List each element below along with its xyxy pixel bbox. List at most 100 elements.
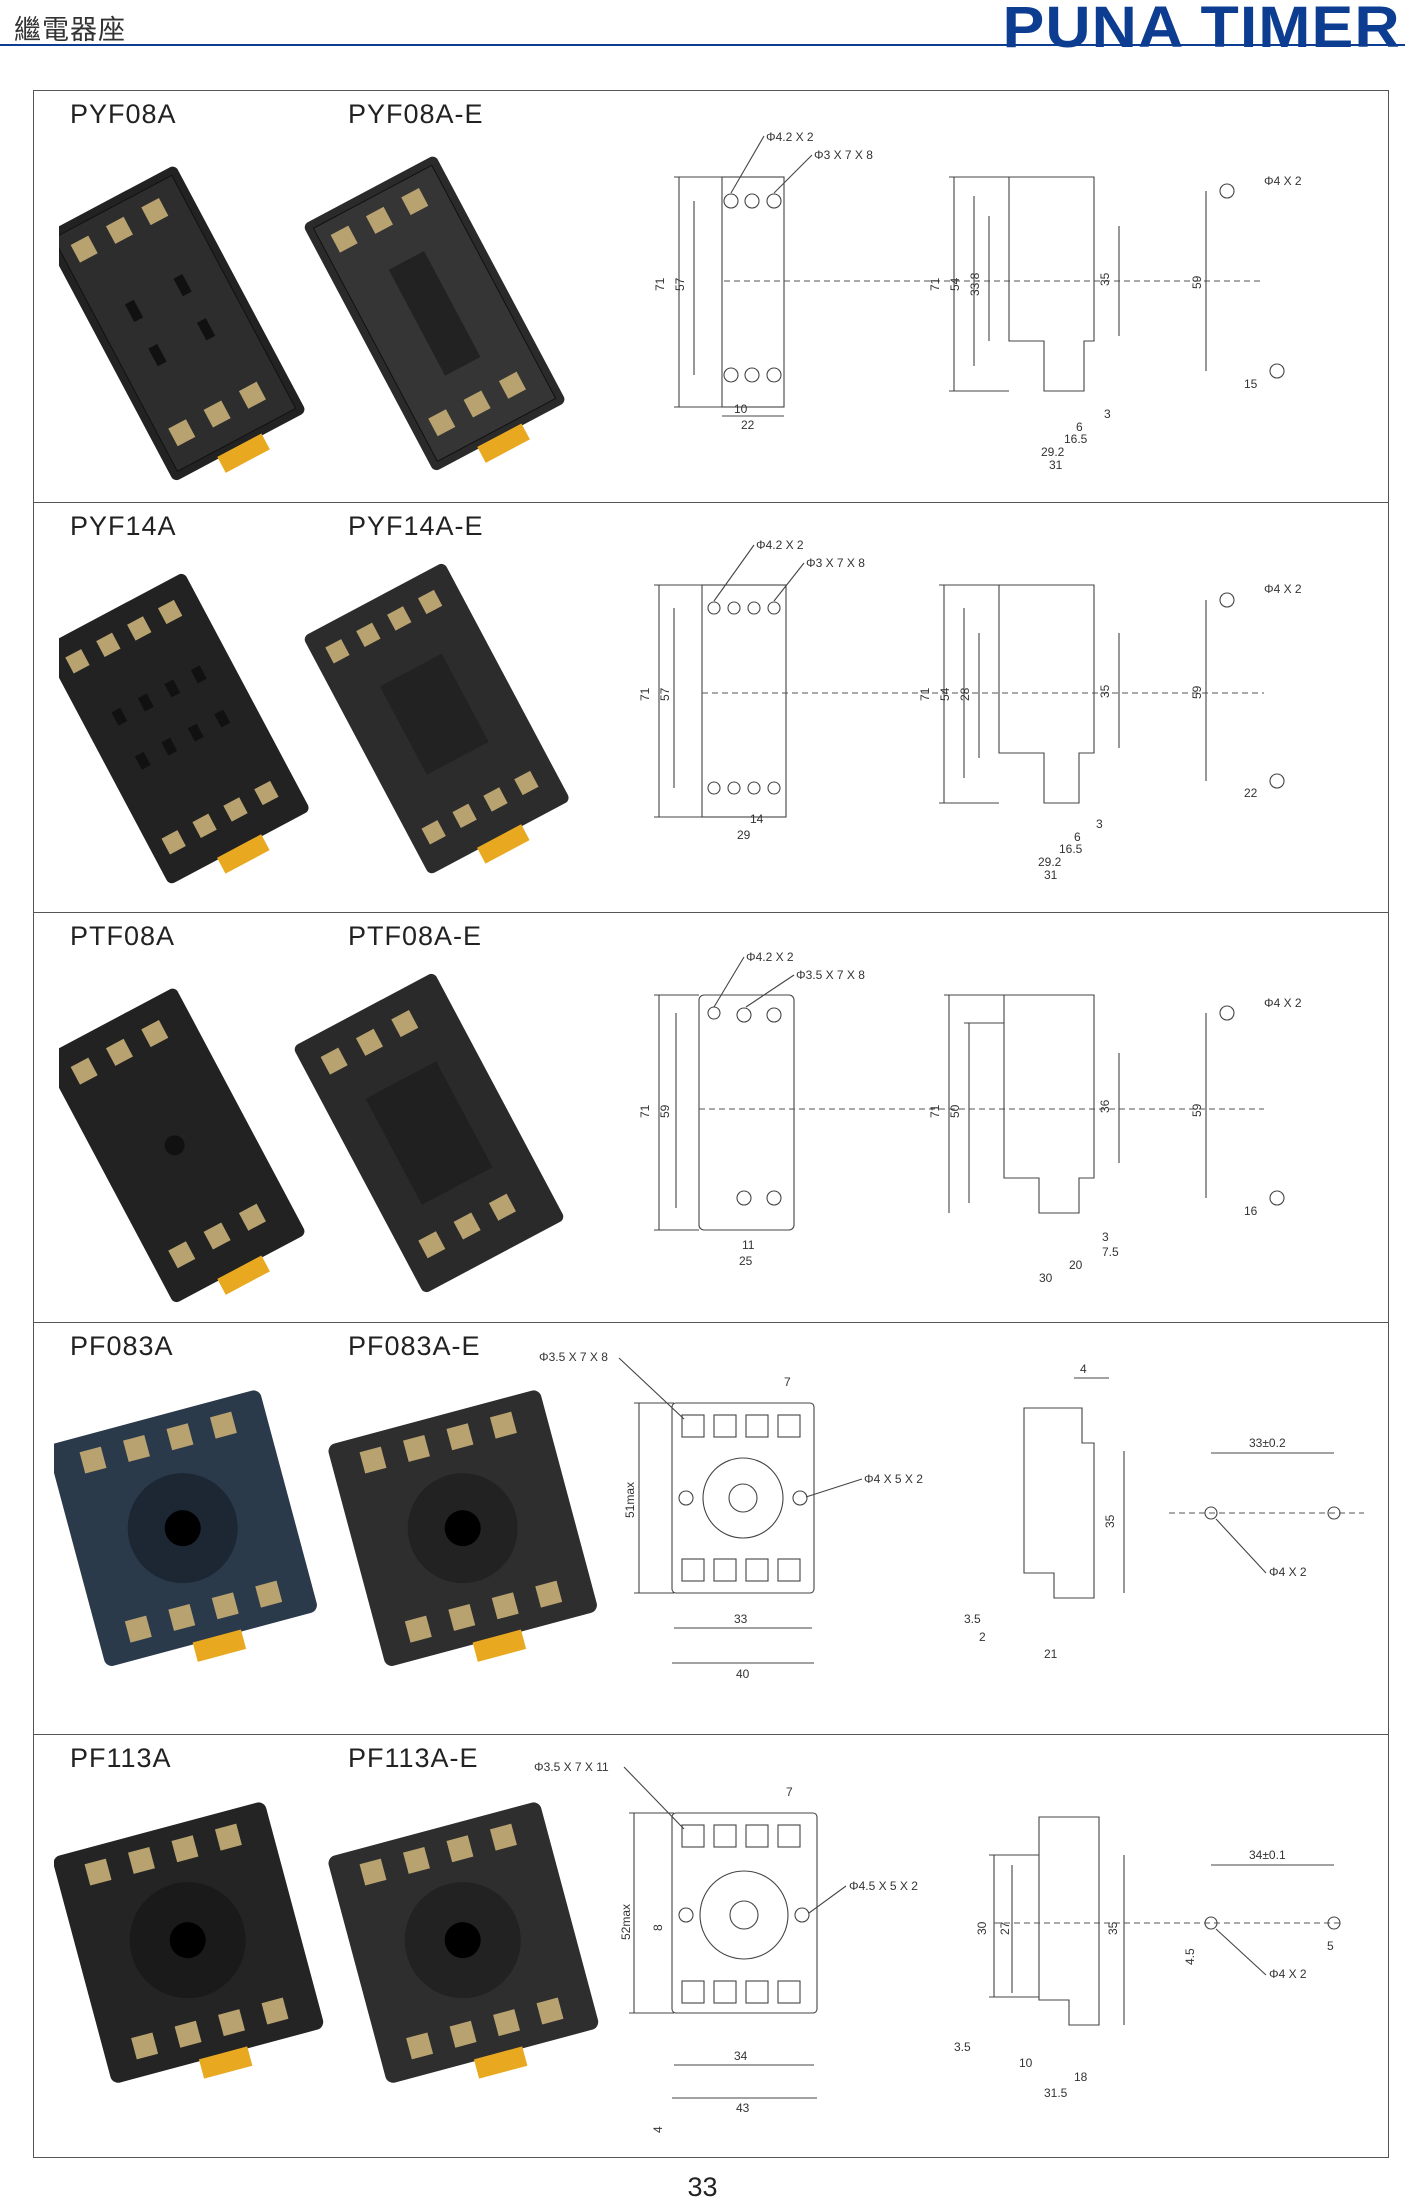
dim-height: 8 [651, 1924, 665, 1931]
dim-width-inner: 10 [734, 402, 748, 416]
dim-height: 4 [651, 2126, 665, 2133]
dim-pitch: 7 [786, 1785, 793, 1799]
dim-height: 52max [619, 1904, 633, 1940]
dim-height: 71 [638, 687, 652, 701]
dimension-drawing: 52max 8 4 34 43 7 Φ3.5 X 7 X 11 Φ4.5 X 5… [534, 1760, 1344, 2133]
product-photo [54, 1390, 597, 1666]
dim-hole: Φ4 X 2 [1264, 582, 1302, 596]
product-row-pyf08a: PYF08A PYF08A-E [34, 91, 1388, 503]
dim-depth: 10 [1019, 2056, 1033, 2070]
dim-depth: 21 [1044, 1647, 1058, 1661]
dim-height: 4.5 [1183, 1948, 1197, 1965]
dim-width: 15 [1244, 377, 1258, 391]
dim-top: 4 [1080, 1362, 1087, 1376]
dim-height: 27 [998, 1921, 1012, 1935]
dimension-drawing: 71 57 14 29 Φ4.2 X 2 Φ3 X 7 X 8 71 54 28… [638, 538, 1302, 882]
dim-height: 71 [638, 1104, 652, 1118]
dim-depth: 7.5 [1102, 1245, 1119, 1259]
dim-height: 59 [1190, 685, 1204, 699]
dim-width: 33±0.2 [1249, 1436, 1286, 1450]
product-row-pyf14a: PYF14A PYF14A-E [34, 503, 1388, 913]
dim-depth: 3 [1104, 407, 1111, 421]
dim-screw: Φ3 X 7 X 8 [806, 556, 865, 570]
dim-screw: Φ3.5 X 7 X 11 [534, 1760, 609, 1774]
model-label: PTF08A [70, 921, 176, 951]
dim-height-inner: 59 [658, 1104, 672, 1118]
dim-depth: 31.5 [1044, 2086, 1068, 2100]
dim-hole: Φ4.2 X 2 [756, 538, 804, 552]
dim-hole: Φ4.2 X 2 [766, 130, 814, 144]
dim-height: 35 [1098, 272, 1112, 286]
dim-width-inner: 11 [742, 1238, 755, 1252]
dim-depth: 31 [1044, 868, 1058, 882]
dimension-drawing: 51max 33 40 7 Φ3.5 X 7 X 8 Φ4 X 5 X 2 4 … [539, 1350, 1364, 1681]
page-number: 33 [687, 2172, 718, 2202]
dim-hole: Φ4 X 2 [1269, 1565, 1307, 1579]
dim-hole: Φ4 X 2 [1269, 1967, 1307, 1981]
product-photo [59, 156, 565, 481]
dim-depth: 3 [1102, 1230, 1109, 1244]
dim-width: 43 [736, 2101, 750, 2115]
header-divider [0, 44, 1405, 46]
dim-depth: 31 [1049, 458, 1063, 472]
dim-depth: 3.5 [964, 1612, 981, 1626]
model-label: PTF08A-E [348, 921, 483, 951]
product-photo [59, 973, 564, 1303]
dim-width: 40 [736, 1667, 750, 1681]
dim-depth: 18 [1074, 2070, 1088, 2084]
dim-depth: 2 [979, 1630, 986, 1644]
product-photo [54, 1802, 599, 2083]
product-row-pf113a: PF113A PF113A-E [34, 1735, 1388, 2159]
dim-width-inner: 34 [734, 2049, 748, 2063]
product-row-ptf08a: PTF08A PTF08A-E [34, 913, 1388, 1323]
dim-depth: 20 [1069, 1258, 1083, 1272]
dim-screw: Φ3.5 X 7 X 8 [796, 968, 865, 982]
dimension-drawing: 71 57 10 22 Φ4.2 X 2 Φ3 X 7 X 8 71 54 33… [653, 130, 1302, 472]
dim-width: 22 [741, 418, 755, 432]
dim-height: 30 [975, 1921, 989, 1935]
dim-width-inner: 33 [734, 1612, 748, 1626]
dim-height: 71 [918, 687, 932, 701]
dim-height: 59 [1190, 275, 1204, 289]
dim-width: 34±0.1 [1249, 1848, 1286, 1862]
model-label: PYF08A [70, 99, 177, 129]
dim-hole: Φ4.5 X 5 X 2 [849, 1879, 918, 1893]
dim-height: 71 [653, 277, 667, 291]
model-label: PYF14A [70, 511, 177, 541]
dim-height: 36 [1098, 1099, 1112, 1113]
dim-depth: 16.5 [1059, 842, 1083, 856]
dim-width: 16 [1244, 1204, 1258, 1218]
dim-screw: Φ3.5 X 7 X 8 [539, 1350, 608, 1364]
dim-height-inner: 57 [658, 687, 672, 701]
dim-width: 22 [1244, 786, 1258, 800]
dim-depth: 16.5 [1064, 432, 1088, 446]
dim-height: 54 [938, 687, 952, 701]
dim-hole: Φ4.2 X 2 [746, 950, 794, 964]
category-title: 繼電器座 [14, 15, 126, 46]
dim-height: 59 [1190, 1103, 1204, 1117]
catalog-frame: PYF08A PYF08A-E [33, 90, 1389, 2158]
dim-width-inner: 14 [750, 812, 764, 826]
dim-depth: 3.5 [954, 2040, 971, 2054]
dim-pitch: 7 [784, 1375, 791, 1389]
dim-hole: Φ4 X 5 X 2 [864, 1472, 923, 1486]
dim-height: 51max [623, 1482, 637, 1518]
dimension-drawing: 71 59 11 25 Φ4.2 X 2 Φ3.5 X 7 X 8 71 50 … [638, 950, 1302, 1285]
brand-logo: PUNA TIMER [1002, 0, 1401, 60]
dim-depth: 30 [1039, 1271, 1053, 1285]
model-label: PF083A-E [348, 1331, 481, 1361]
model-label: PYF14A-E [348, 511, 484, 541]
dim-height: 33.8 [968, 272, 982, 296]
dim-screw: Φ3 X 7 X 8 [814, 148, 873, 162]
dim-hole: Φ4 X 2 [1264, 996, 1302, 1010]
dim-depth: 3 [1096, 817, 1103, 831]
dim-height: 28 [958, 687, 972, 701]
dim-height: 35 [1106, 1921, 1120, 1935]
model-label: PF083A [70, 1331, 174, 1361]
dim-height: 71 [928, 1104, 942, 1118]
model-label: PF113A-E [348, 1743, 479, 1773]
dim-height: 35 [1103, 1514, 1117, 1528]
product-photo [59, 563, 569, 884]
dim-height: 50 [948, 1104, 962, 1118]
dim-depth: 5 [1327, 1939, 1334, 1953]
